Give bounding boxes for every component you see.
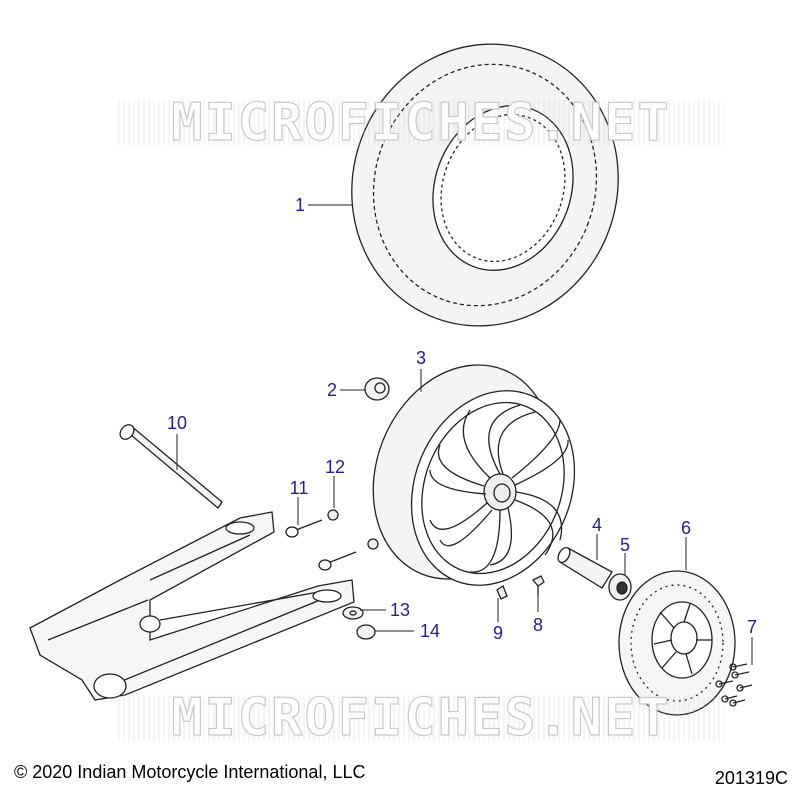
nut-14-illustration — [356, 624, 376, 640]
callout-7[interactable]: 7 — [746, 617, 757, 637]
disc-bolts-illustration — [715, 663, 753, 707]
callout-3[interactable]: 3 — [415, 348, 426, 368]
callout-8[interactable]: 8 — [532, 615, 543, 635]
spacer-illustration — [364, 377, 390, 401]
callout-1[interactable]: 1 — [294, 195, 305, 215]
tire-illustration — [351, 43, 619, 327]
callout-6[interactable]: 6 — [680, 518, 691, 538]
callout-13[interactable]: 13 — [389, 600, 411, 620]
watermark-bottom: MICROFICHES.NET — [118, 691, 724, 745]
callout-10[interactable]: 10 — [166, 413, 188, 433]
callout-14[interactable]: 14 — [419, 621, 441, 641]
figure-number: 201319C — [714, 768, 788, 788]
brake-disc-illustration — [618, 570, 736, 716]
watermark-top: MICROFICHES.NET — [118, 96, 724, 150]
copyright-notice: © 2020 Indian Motorcycle International, … — [14, 762, 366, 782]
axle-spacer-illustration — [557, 546, 613, 589]
bearing-illustration — [608, 573, 632, 601]
callout-11[interactable]: 11 — [289, 478, 309, 498]
callout-4[interactable]: 4 — [591, 515, 602, 535]
callout-9[interactable]: 9 — [492, 623, 503, 643]
valve-illustration — [496, 575, 545, 600]
pivot-shaft-illustration — [119, 424, 223, 509]
callout-12[interactable]: 12 — [324, 457, 346, 477]
callout-2[interactable]: 2 — [326, 380, 337, 400]
callout-5[interactable]: 5 — [619, 535, 630, 555]
leader-lines — [176, 204, 753, 665]
adjuster-bolt-illustration — [285, 519, 357, 571]
swingarm-illustration — [29, 511, 355, 701]
washer-illustration — [342, 606, 364, 620]
nut-illustration — [327, 509, 379, 550]
wheel-illustration — [372, 364, 576, 586]
